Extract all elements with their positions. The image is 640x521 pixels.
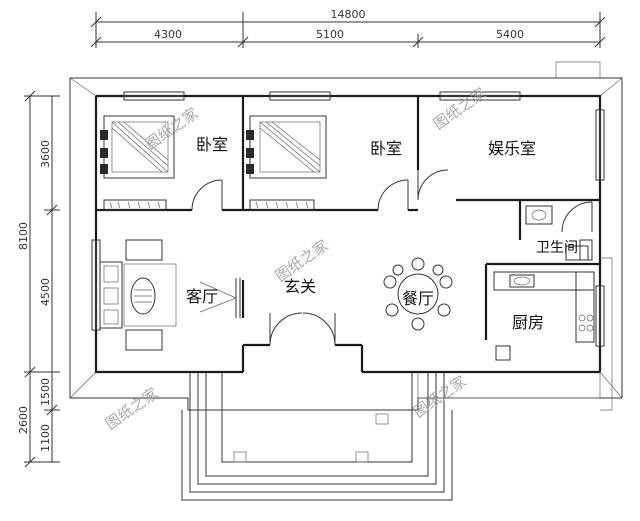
room-label-foyer: 玄关 — [284, 277, 316, 296]
sofa-set — [99, 239, 177, 351]
dim-left-total: 8100 — [17, 222, 30, 250]
exterior-walls — [94, 94, 602, 374]
room-label-bedroom-2: 卧室 — [370, 139, 402, 158]
room-label-entertainment: 娱乐室 — [488, 139, 536, 158]
bathroom-fixtures — [525, 205, 593, 261]
watermark: 图纸之家 — [430, 84, 489, 133]
dim-left-seg-4: 2600 — [17, 406, 30, 434]
dim-top-seg-2: 5100 — [316, 28, 344, 41]
dim-left-seg-1: 3600 — [39, 140, 52, 168]
dim-left-seg-5: 1100 — [39, 424, 52, 452]
wardrobe-1 — [103, 199, 167, 211]
watermark: 图纸之家 — [142, 104, 201, 153]
dim-top-seg-3: 5400 — [496, 28, 524, 41]
right-terrace — [417, 257, 613, 411]
watermark: 图纸之家 — [102, 384, 161, 433]
wardrobe-2 — [249, 199, 315, 211]
room-label-dining: 餐厅 — [402, 289, 434, 308]
dim-top-seg-1: 4300 — [154, 28, 182, 41]
watermark: 图纸之家 — [410, 372, 469, 421]
dim-left-seg-3: 1500 — [39, 378, 52, 406]
bed-1 — [100, 115, 175, 179]
windows — [91, 91, 605, 347]
room-label-bathroom: 卫生间 — [536, 240, 578, 256]
entrance-stairs — [181, 372, 453, 501]
room-label-bedroom-1: 卧室 — [196, 135, 228, 154]
dining-table — [383, 257, 453, 331]
top-dimensions: 14800 4300 5100 5400 — [90, 8, 606, 48]
roof-outline — [69, 61, 623, 411]
dim-top-total: 14800 — [331, 8, 366, 21]
doors — [191, 169, 593, 346]
room-labels: 卧室 卧室 娱乐室 卫生间 客厅 玄关 餐厅 厨房 — [186, 135, 578, 332]
tv-cabinet — [199, 281, 237, 313]
bed-2 — [246, 115, 327, 179]
watermarks: 图纸之家 图纸之家 图纸之家 图纸之家 图纸之家 — [102, 84, 489, 433]
dim-left-seg-2: 4500 — [39, 278, 52, 306]
kitchen-counters — [493, 271, 595, 361]
room-label-living: 客厅 — [186, 287, 218, 306]
left-dimensions: 8100 3600 4500 1500 2600 1100 — [17, 90, 60, 468]
room-label-kitchen: 厨房 — [512, 313, 544, 332]
